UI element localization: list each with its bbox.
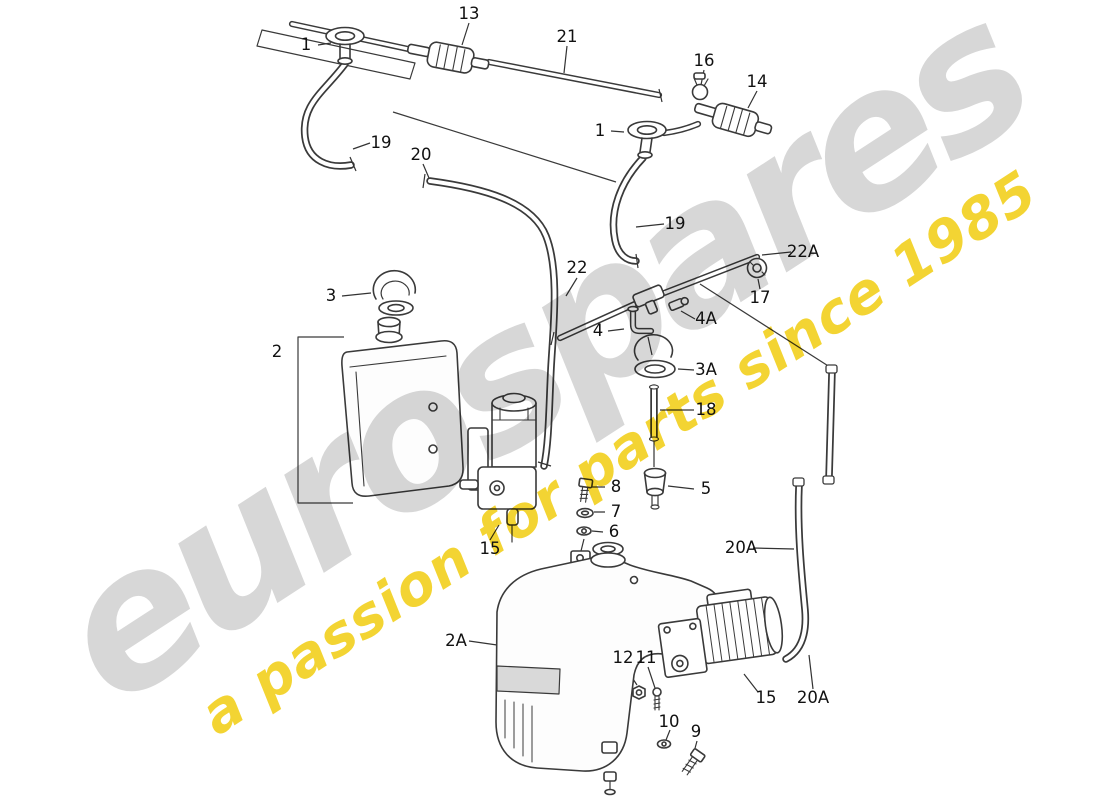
- bracket-2: [297, 336, 353, 504]
- callout-8: 8: [610, 476, 622, 496]
- callout-1-left: 1: [300, 34, 312, 54]
- grommet-17: [746, 257, 768, 279]
- callout-14: 14: [746, 71, 768, 91]
- nut-12: [632, 685, 646, 700]
- washer-10: [656, 739, 672, 749]
- callout-20: 20: [410, 144, 432, 164]
- callout-16: 16: [693, 50, 715, 70]
- callout-22: 22: [566, 257, 588, 277]
- tee-fitting: [632, 284, 665, 315]
- callout-4a: 4A: [695, 308, 717, 328]
- callout-9: 9: [690, 721, 702, 741]
- callout-1-right: 1: [594, 120, 606, 140]
- washer-jet-left: [325, 26, 365, 65]
- callout-20a-lower: 20A: [796, 687, 830, 707]
- callout-2: 2: [271, 341, 283, 361]
- callout-10: 10: [658, 711, 680, 731]
- callout-18: 18: [695, 399, 717, 419]
- callout-20a-upper: 20A: [724, 537, 758, 557]
- callout-12: 12: [612, 647, 634, 667]
- callout-19-left: 19: [370, 132, 392, 152]
- hose-22: [550, 253, 761, 346]
- callout-13: 13: [458, 3, 480, 23]
- clip-16: [691, 72, 709, 101]
- bolt-9: [681, 748, 706, 776]
- callout-19-right: 19: [664, 213, 686, 233]
- pump-15-right: [657, 588, 784, 678]
- check-valve-14: [693, 102, 773, 138]
- callout-15-right: 15: [755, 687, 777, 707]
- nozzle-4a: [668, 296, 689, 312]
- washer-jet-right: [627, 120, 667, 160]
- cap-3a: [633, 334, 676, 379]
- screw-11: [652, 687, 662, 711]
- reservoir-2: [341, 316, 464, 498]
- washer-7: [576, 507, 594, 519]
- callout-7: 7: [610, 501, 622, 521]
- hose-valve14-to-jet: [660, 120, 702, 137]
- bracket-clamp: [601, 741, 618, 796]
- hose-20a-lower: [782, 477, 810, 663]
- hose-20: [422, 173, 559, 470]
- callout-11: 11: [635, 647, 657, 667]
- hose-21: [485, 58, 663, 103]
- hose-20a-upper: [822, 364, 838, 485]
- callout-17: 17: [749, 287, 771, 307]
- elbow-4: [627, 305, 655, 335]
- callout-21: 21: [556, 26, 578, 46]
- hose-19-left: [300, 60, 357, 172]
- construction-lines: [256, 29, 834, 504]
- pump-15-left: [459, 392, 537, 543]
- callout-4: 4: [592, 320, 604, 340]
- hose-19-right: [609, 154, 647, 269]
- reservoir-2a: [495, 541, 720, 772]
- tube-18: [648, 384, 660, 442]
- connector-5: [643, 467, 667, 510]
- hoses: [288, 20, 838, 663]
- callout-5: 5: [700, 478, 712, 498]
- bolt-8: [578, 477, 594, 503]
- callout-22a: 22A: [786, 241, 820, 261]
- cap-3: [372, 269, 417, 316]
- callout-3a: 3A: [695, 359, 717, 379]
- callout-2a: 2A: [445, 630, 467, 650]
- callout-6: 6: [608, 521, 620, 541]
- callout-3: 3: [325, 285, 337, 305]
- check-valve-13: [406, 41, 490, 74]
- callout-15-left: 15: [479, 538, 501, 558]
